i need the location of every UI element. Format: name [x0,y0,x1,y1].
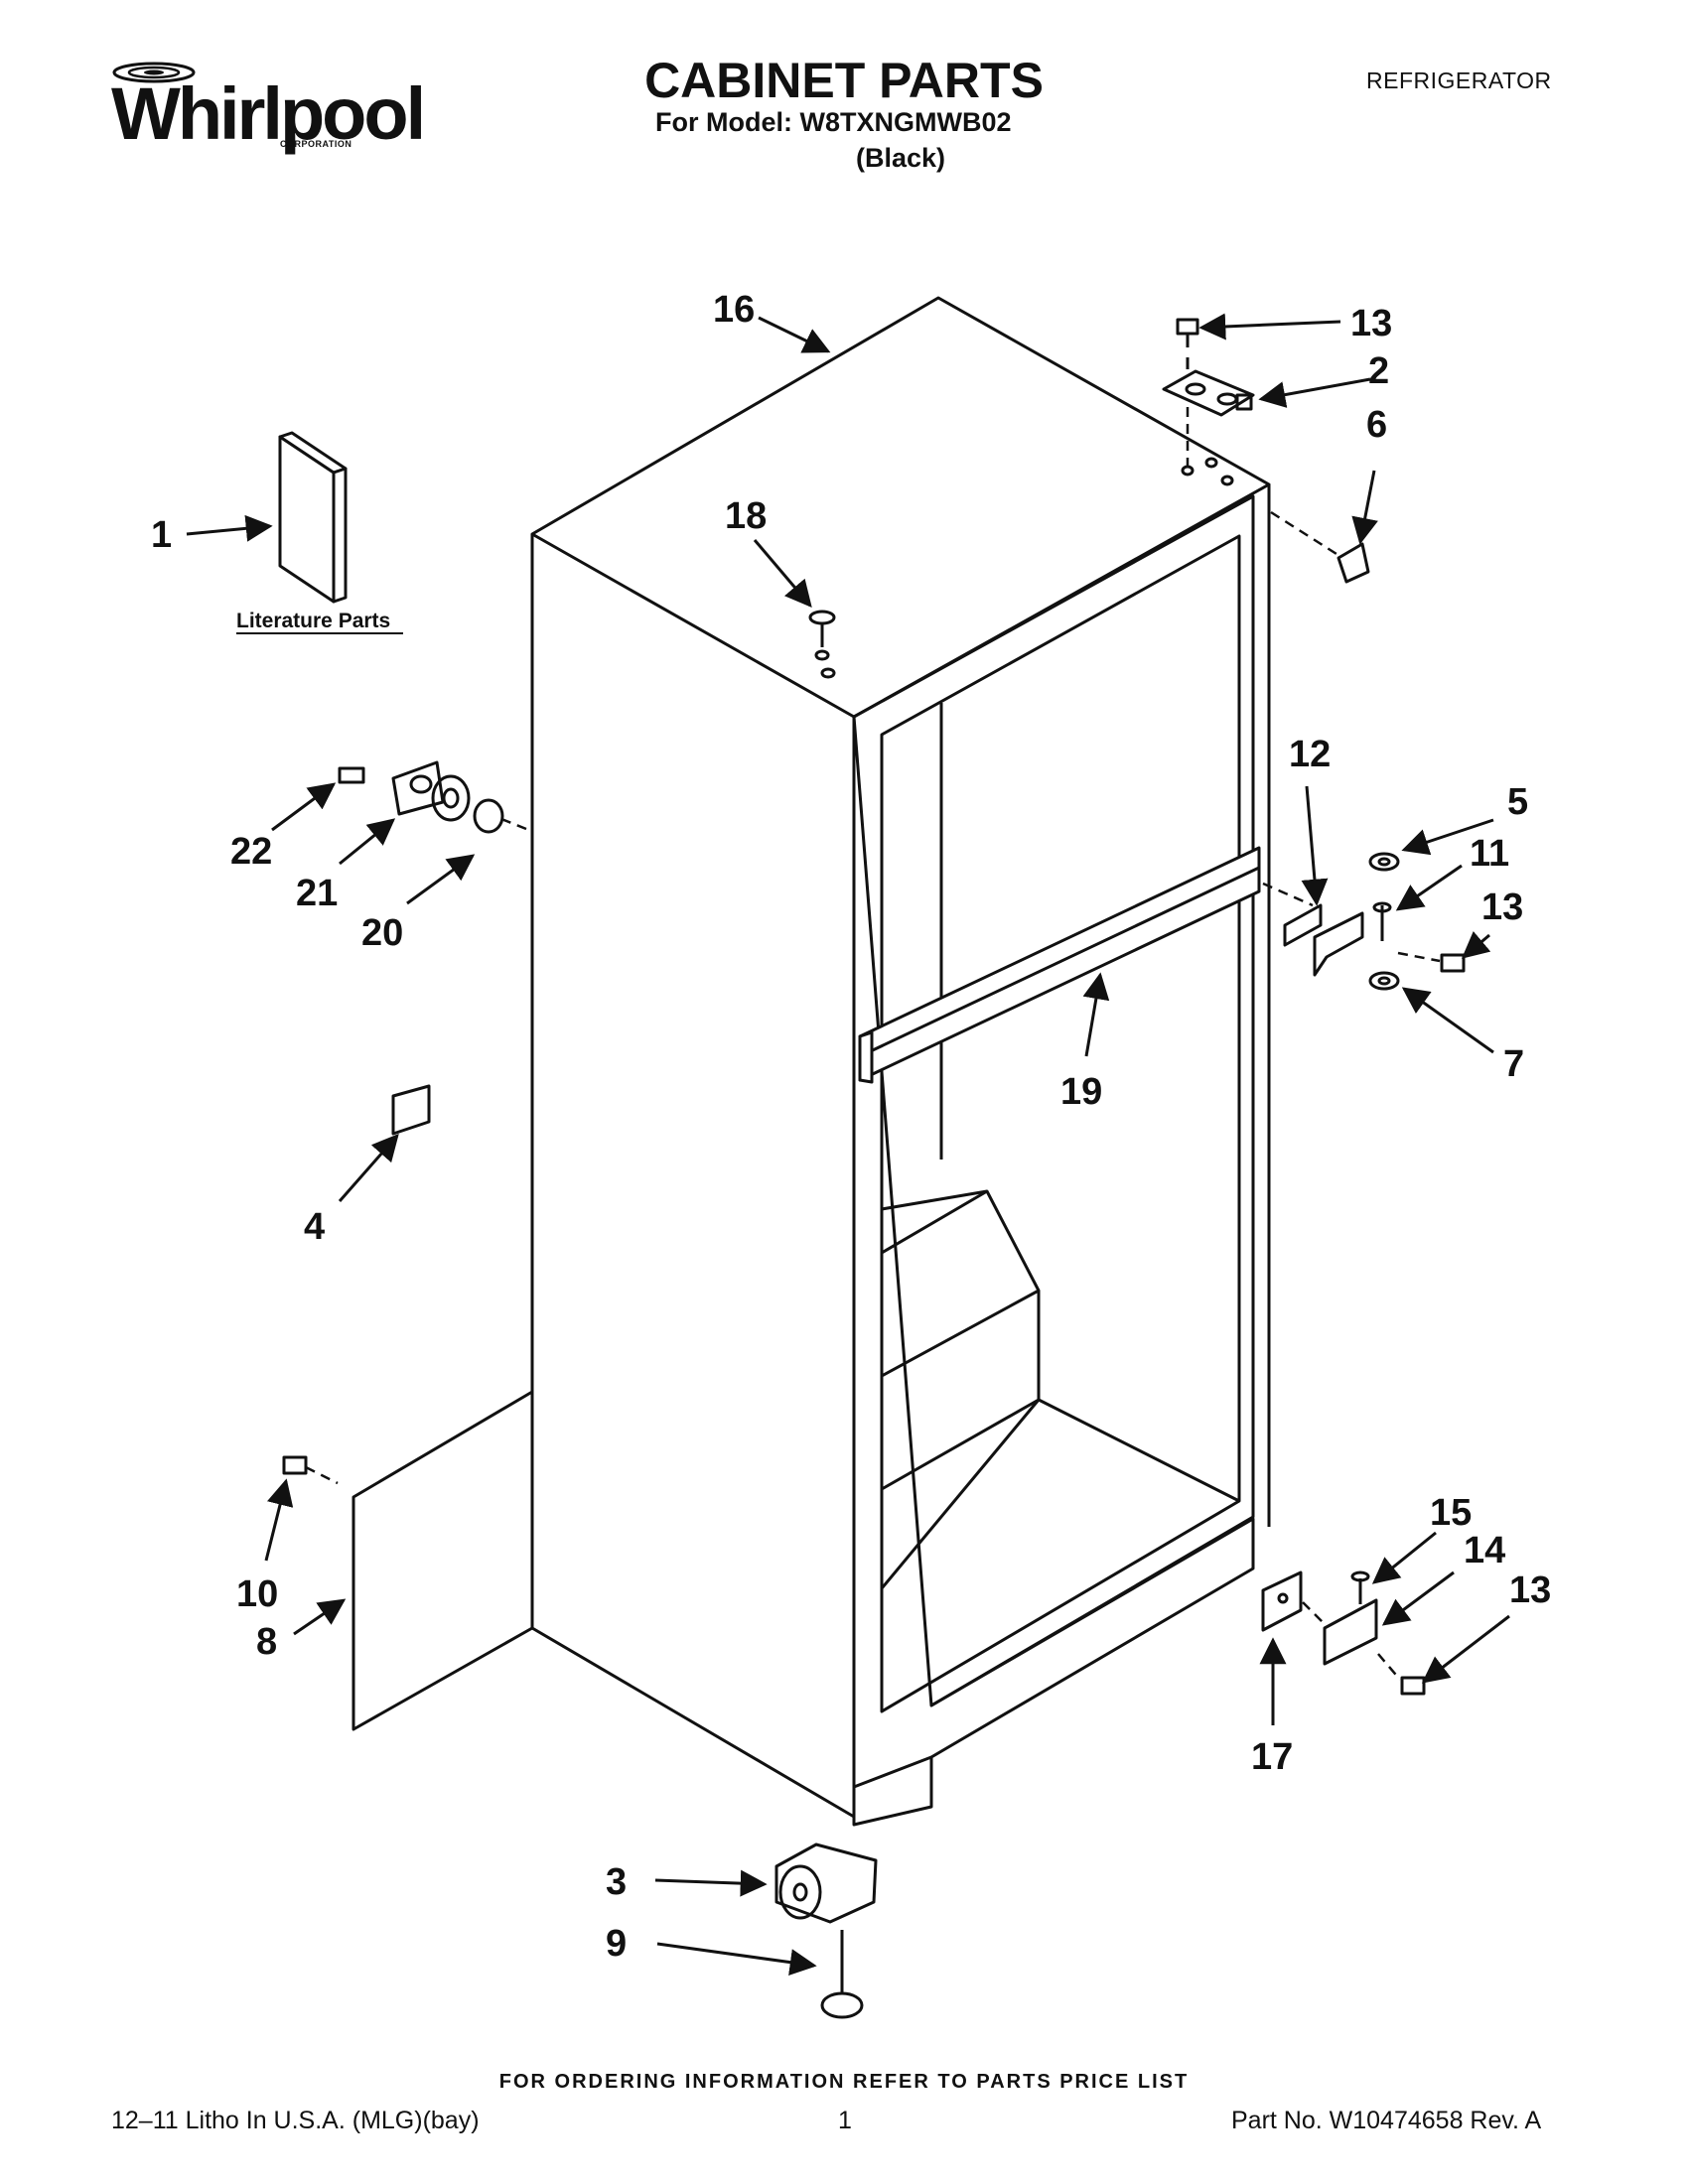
part-number: Part No. W10474658 Rev. A [1231,2107,1542,2134]
leader-8 [293,1598,347,1636]
leader-6 [1351,470,1378,545]
litho-info: 12–11 Litho In U.S.A. (MLG)(bay) [111,2107,480,2134]
leader-13a [1198,313,1341,341]
ordering-info-note: FOR ORDERING INFORMATION REFER TO PARTS … [498,2071,1190,2093]
leader-14 [1381,1570,1455,1626]
callout-15: 15 [1430,1492,1472,1534]
leader-19 [1082,972,1110,1057]
brand-subtitle: CORPORATION [280,139,352,149]
leader-9 [656,1942,817,1977]
leader-5 [1401,818,1494,856]
leader-13b [1461,930,1491,959]
center-hinge-part [1283,852,1466,991]
callout-4: 4 [304,1206,325,1248]
callout-14: 14 [1464,1530,1505,1571]
leader-22 [271,782,337,832]
callout-12: 12 [1289,734,1331,775]
model-color: (Black) [856,143,946,173]
callout-9: 9 [606,1923,627,1965]
leveling-leg-part [820,1930,864,2019]
center-mullion-rail [858,846,1261,1084]
leader-15 [1371,1531,1437,1584]
leader-16 [758,316,831,353]
page-title: CABINET PARTS [644,53,1044,108]
brand-logo: Whirlpool [111,72,426,155]
leader-11 [1395,864,1463,911]
bottom-hinge-part [1261,1570,1426,1696]
roller-bracket-part [774,1843,878,1924]
callout-2: 2 [1368,350,1389,392]
callout-20: 20 [361,912,403,954]
callout-22: 22 [230,831,272,873]
callout-8: 8 [256,1621,277,1663]
leader-7 [1401,987,1494,1054]
leader-18 [753,539,812,609]
callout-1: 1 [151,514,172,556]
callout-6: 6 [1366,404,1387,446]
callout-16: 16 [713,289,755,331]
leader-4 [338,1133,399,1202]
model-number: For Model: W8TXNGMWB02 [655,107,1012,137]
callout-5: 5 [1507,781,1528,823]
rear-access-panel [352,1390,534,1731]
callout-13a: 13 [1350,303,1392,344]
product-type: REFRIGERATOR [1366,68,1552,93]
callout-19: 19 [1060,1071,1102,1113]
hinge-cover-part [1336,542,1370,584]
literature-booklet-part [278,431,348,604]
callout-17: 17 [1251,1736,1293,1778]
callout-18: 18 [725,495,767,537]
leader-1 [186,514,273,542]
leader-13c [1421,1614,1510,1684]
page-number: 1 [838,2107,852,2134]
callout-13b: 13 [1481,887,1523,928]
leader-10 [264,1478,294,1562]
leader-2 [1258,377,1371,408]
leader-12 [1301,785,1329,906]
callout-13c: 13 [1509,1570,1551,1611]
callout-21: 21 [296,873,338,914]
clip-part [391,1084,431,1136]
leader-20 [406,854,476,905]
callout-10: 10 [236,1573,278,1615]
top-hinge-part [1162,357,1255,417]
leader-21 [339,818,396,866]
top-plug-part [808,610,836,679]
literature-parts-label: Literature Parts [236,610,390,632]
callout-3: 3 [606,1861,627,1903]
callout-11: 11 [1470,833,1509,875]
panel-screw-part [282,1455,308,1475]
callout-7: 7 [1503,1043,1524,1085]
leader-3 [654,1869,768,1897]
door-stop-pin-part [338,760,504,834]
hinge-screw-part [1176,318,1199,347]
whirlpool-logo-swirl-icon [112,62,196,83]
